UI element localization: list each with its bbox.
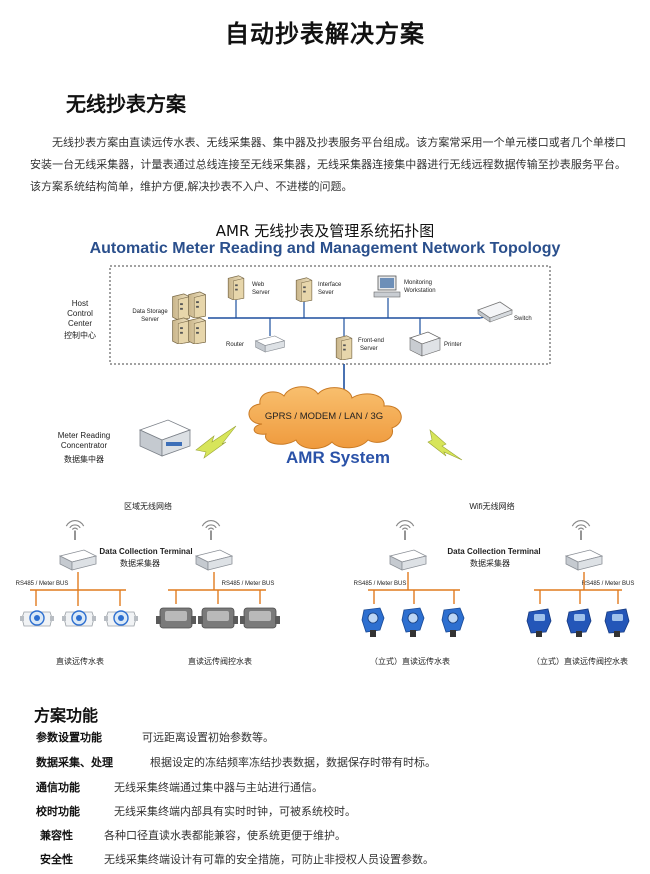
feature-label: 兼容性	[40, 829, 73, 842]
monitoring-workstation-icon	[373, 275, 401, 298]
wifi-icon-2	[201, 519, 221, 540]
dct-label-right-en: Data Collection Terminal	[447, 547, 540, 556]
host-label-2: Control	[67, 309, 93, 318]
diagram-subtitle: Automatic Meter Reading and Management N…	[89, 240, 561, 257]
monitoring-label-2: Workstation	[404, 288, 436, 294]
switch-icon	[477, 301, 513, 323]
data-collection-terminal-icon-3	[389, 549, 427, 571]
frontend-server-icon	[335, 335, 353, 360]
valve-meter-icon-3	[240, 607, 280, 629]
lightning-left-icon	[195, 425, 237, 459]
feature-label: 安全性	[40, 853, 73, 866]
data-storage-server-icon	[172, 291, 206, 344]
vertical-meter-icon-1	[361, 607, 385, 638]
rs485-label-4: RS485 / Meter BUS	[582, 581, 635, 587]
water-meter-icon-2	[62, 610, 96, 627]
intro-paragraph: 无线抄表方案由直读远传水表、无线采集器、集中器及抄表服务平台组成。该方案常采用一…	[30, 132, 626, 198]
wifi-icon-4	[571, 519, 591, 540]
frontend-label-1: Front-end	[358, 338, 384, 344]
frontend-label-2: Server	[360, 346, 378, 352]
printer-icon	[408, 331, 442, 357]
page-title: 自动抄表解决方案	[225, 20, 425, 48]
network-cloud-icon	[248, 386, 402, 449]
interface-server-label-1: Interface	[318, 282, 342, 288]
wifi-icon-3	[395, 519, 415, 540]
router-label: Router	[226, 342, 244, 348]
feature-item: 校时功能	[36, 803, 80, 819]
feature-label: 校时功能	[36, 805, 80, 818]
feature-item: 安全性	[40, 851, 73, 867]
concentrator-label-1: Meter Reading	[58, 431, 110, 440]
wifi-icon-1	[65, 519, 85, 540]
topology-diagram: Host Control Center 控制中心 Data Storage Se…	[16, 265, 635, 666]
feature-item: 数据采集、处理	[36, 754, 113, 770]
feature-text: 根据设定的冻结频率冻结抄表数据，数据保存时带有时标。	[150, 756, 436, 769]
host-label-1: Host	[72, 299, 89, 308]
interface-server-label-2: Sever	[318, 290, 334, 296]
feature-item: 兼容性	[40, 827, 73, 843]
rs485-label-3: RS485 / Meter BUS	[354, 581, 407, 587]
feature-item: 参数设置功能	[36, 729, 102, 745]
amr-system-label: AMR System	[286, 448, 390, 467]
feature-label: 数据采集、处理	[36, 756, 113, 769]
web-server-icon	[227, 275, 245, 300]
bus-lines	[30, 572, 622, 606]
data-storage-label-2: Server	[141, 317, 159, 323]
feature-text: 无线采集终端内部具有实时时钟，可被系统校时。	[114, 805, 356, 818]
lightning-right-icon	[427, 429, 463, 461]
valve-meter-icon-2	[198, 607, 238, 629]
dct-label-left-en: Data Collection Terminal	[99, 547, 192, 556]
monitoring-label-1: Monitoring	[404, 280, 432, 286]
meter-label-3: （立式）直读远传水表	[370, 656, 450, 666]
cloud-label: GPRS / MODEM / LAN / 3G	[265, 411, 383, 422]
rs485-label-1: RS485 / Meter BUS	[16, 581, 69, 587]
concentrator-icon	[138, 419, 192, 457]
switch-label: Switch	[514, 316, 532, 322]
concentrator-label-cn: 数据集中器	[64, 454, 104, 464]
feature-text: 可远距离设置初始参数等。	[142, 731, 274, 744]
vertical-valve-meter-icon-2	[566, 608, 592, 638]
data-collection-terminal-icon-2	[195, 549, 233, 571]
data-collection-terminal-icon-1	[59, 549, 97, 571]
intro-text: 无线抄表方案由直读远传水表、无线采集器、集中器及抄表服务平台组成。该方案常采用一…	[30, 136, 626, 193]
web-server-label-2: Server	[252, 290, 270, 296]
meter-label-1: 直读远传水表	[56, 656, 104, 666]
concentrator-label-2: Concentrator	[61, 441, 108, 450]
meter-label-4: （立式）直读远传阀控水表	[532, 656, 628, 666]
dct-label-left-cn: 数据采集器	[120, 558, 160, 568]
water-meter-icon-1	[20, 610, 54, 627]
data-collection-terminal-icon-4	[565, 549, 603, 571]
feature-item: 通信功能	[36, 779, 80, 795]
web-server-label-1: Web	[252, 282, 265, 288]
interface-server-icon	[295, 277, 313, 302]
host-label-cn: 控制中心	[64, 330, 96, 340]
data-storage-label-1: Data Storage	[132, 309, 168, 315]
meter-label-2: 直读远传阀控水表	[188, 656, 252, 666]
right-network-label: Wifi无线网络	[469, 501, 514, 511]
printer-label: Printer	[444, 342, 462, 348]
host-label-3: Center	[68, 319, 92, 328]
section-title: 无线抄表方案	[66, 92, 186, 116]
feature-text: 无线采集终端设计有可靠的安全措施，可防止非授权人员设置参数。	[104, 853, 434, 866]
vertical-valve-meter-icon-3	[604, 608, 630, 638]
vertical-meter-icon-2	[401, 607, 425, 638]
host-area-box	[109, 265, 551, 365]
vertical-valve-meter-icon-1	[526, 608, 552, 638]
diagram-title: AMR 无线抄表及管理系统拓扑图	[215, 222, 435, 240]
features-title: 方案功能	[34, 706, 99, 725]
dct-label-right-cn: 数据采集器	[470, 558, 510, 568]
feature-label: 通信功能	[36, 781, 80, 794]
vertical-meter-icon-3	[441, 607, 465, 638]
feature-text: 无线采集终端通过集中器与主站进行通信。	[114, 781, 323, 794]
water-meter-icon-3	[104, 610, 138, 627]
rs485-label-2: RS485 / Meter BUS	[222, 581, 275, 587]
valve-meter-icon-1	[156, 607, 196, 629]
router-icon	[255, 335, 285, 353]
feature-label: 参数设置功能	[36, 731, 102, 744]
feature-text: 各种口径直读水表都能兼容，使系统更便于维护。	[104, 829, 346, 842]
left-network-label: 区域无线网络	[124, 501, 172, 511]
